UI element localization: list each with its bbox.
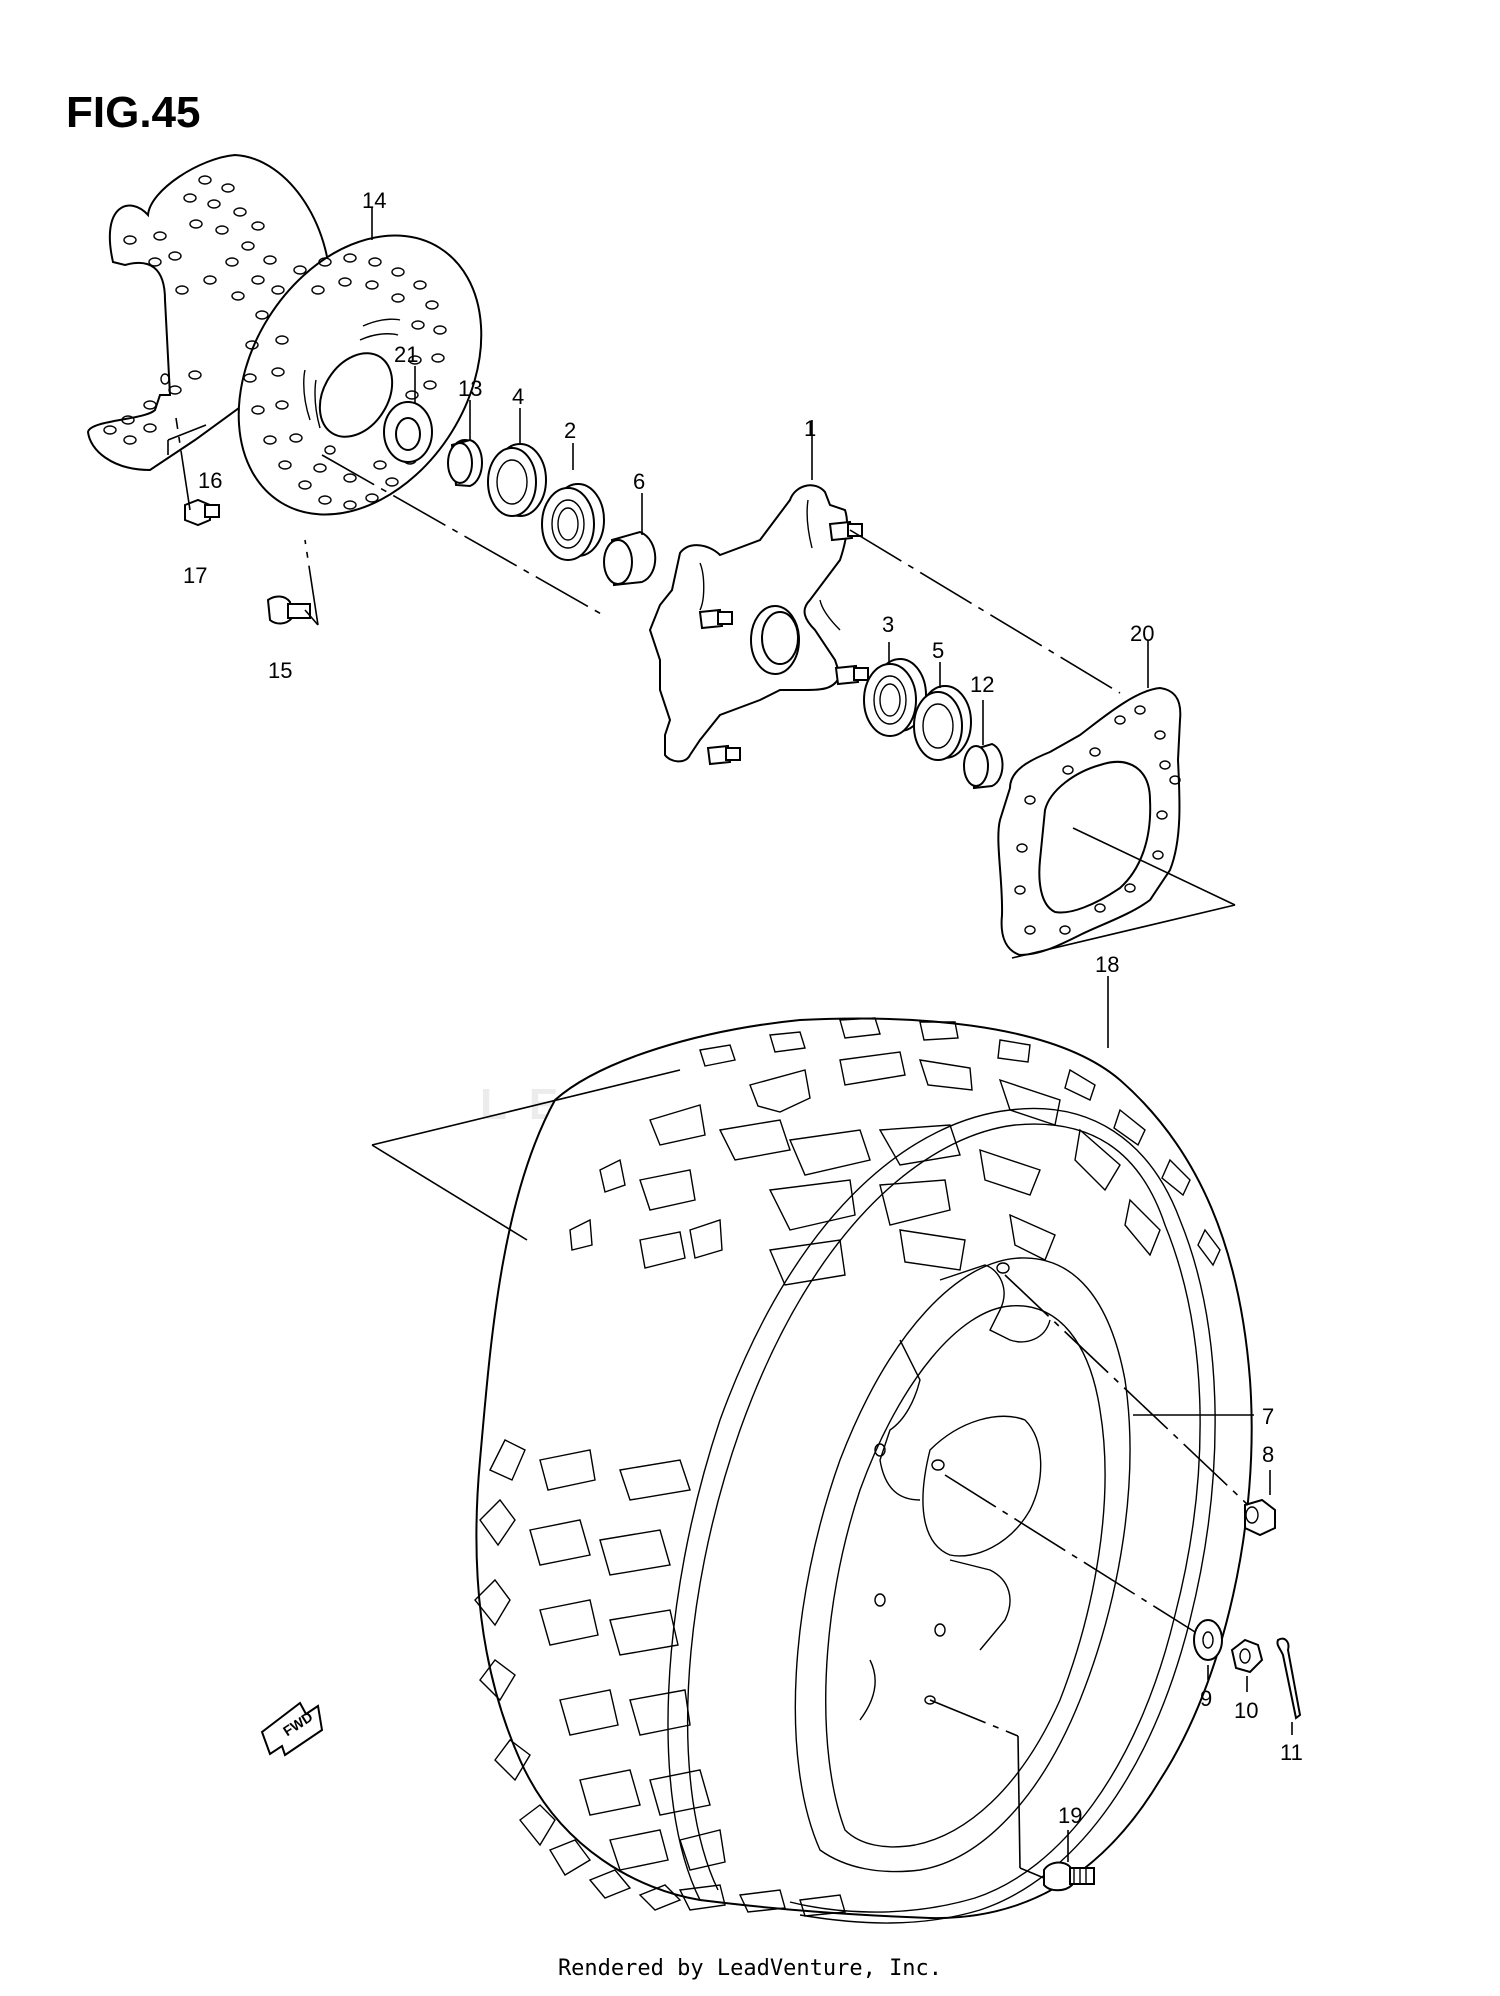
callout-labels: 14 21 13 4 2 6 1 16 17 15 3 5 12 20 18 7… bbox=[183, 188, 1303, 1828]
callout-13: 13 bbox=[458, 376, 482, 401]
spacer-12 bbox=[963, 742, 1004, 790]
leader-lines bbox=[167, 208, 1293, 1879]
wheel-nut-8 bbox=[1244, 1498, 1276, 1537]
bearing-3 bbox=[863, 658, 927, 737]
callout-18: 18 bbox=[1095, 952, 1119, 977]
washer-9 bbox=[1193, 1619, 1223, 1661]
tire bbox=[474, 1017, 1253, 1924]
callout-4: 4 bbox=[512, 384, 524, 409]
disc-bolt-15 bbox=[266, 595, 311, 625]
castle-nut-10 bbox=[1230, 1638, 1264, 1674]
callout-14: 14 bbox=[362, 188, 386, 213]
valve-19 bbox=[1043, 1861, 1095, 1892]
callout-10: 10 bbox=[1234, 1698, 1258, 1723]
callout-9: 9 bbox=[1200, 1686, 1212, 1711]
cover-bolt-17 bbox=[184, 498, 220, 527]
wheel-hub bbox=[648, 484, 869, 766]
oil-seal-4 bbox=[487, 443, 547, 517]
cotter-pin-11 bbox=[1276, 1637, 1302, 1720]
callout-2: 2 bbox=[564, 418, 576, 443]
spacer-21 bbox=[383, 401, 433, 463]
hub-cover bbox=[997, 686, 1182, 957]
spacer-6 bbox=[603, 530, 657, 587]
oil-seal-5 bbox=[913, 685, 972, 761]
disc-cover bbox=[86, 153, 332, 472]
callout-15: 15 bbox=[268, 658, 292, 683]
figure-title: FIG.45 bbox=[66, 88, 201, 137]
callout-1: 1 bbox=[804, 416, 816, 441]
callout-5: 5 bbox=[932, 638, 944, 663]
callout-16: 16 bbox=[198, 468, 222, 493]
forward-arrow-icon: FWD bbox=[260, 1701, 324, 1757]
callout-17: 17 bbox=[183, 563, 207, 588]
wheel-rim bbox=[794, 1257, 1131, 1873]
callout-11: 11 bbox=[1280, 1740, 1303, 1765]
spacer-13 bbox=[447, 438, 483, 488]
callout-12: 12 bbox=[970, 672, 994, 697]
callout-6: 6 bbox=[633, 469, 645, 494]
callout-3: 3 bbox=[882, 612, 894, 637]
callout-8: 8 bbox=[1262, 1442, 1274, 1467]
callout-19: 19 bbox=[1058, 1803, 1082, 1828]
callout-20: 20 bbox=[1130, 621, 1154, 646]
callout-7: 7 bbox=[1262, 1404, 1274, 1429]
footer-credit: Rendered by LeadVenture, Inc. bbox=[557, 1956, 943, 1981]
callout-21: 21 bbox=[394, 342, 418, 367]
bearing-2 bbox=[541, 483, 605, 561]
